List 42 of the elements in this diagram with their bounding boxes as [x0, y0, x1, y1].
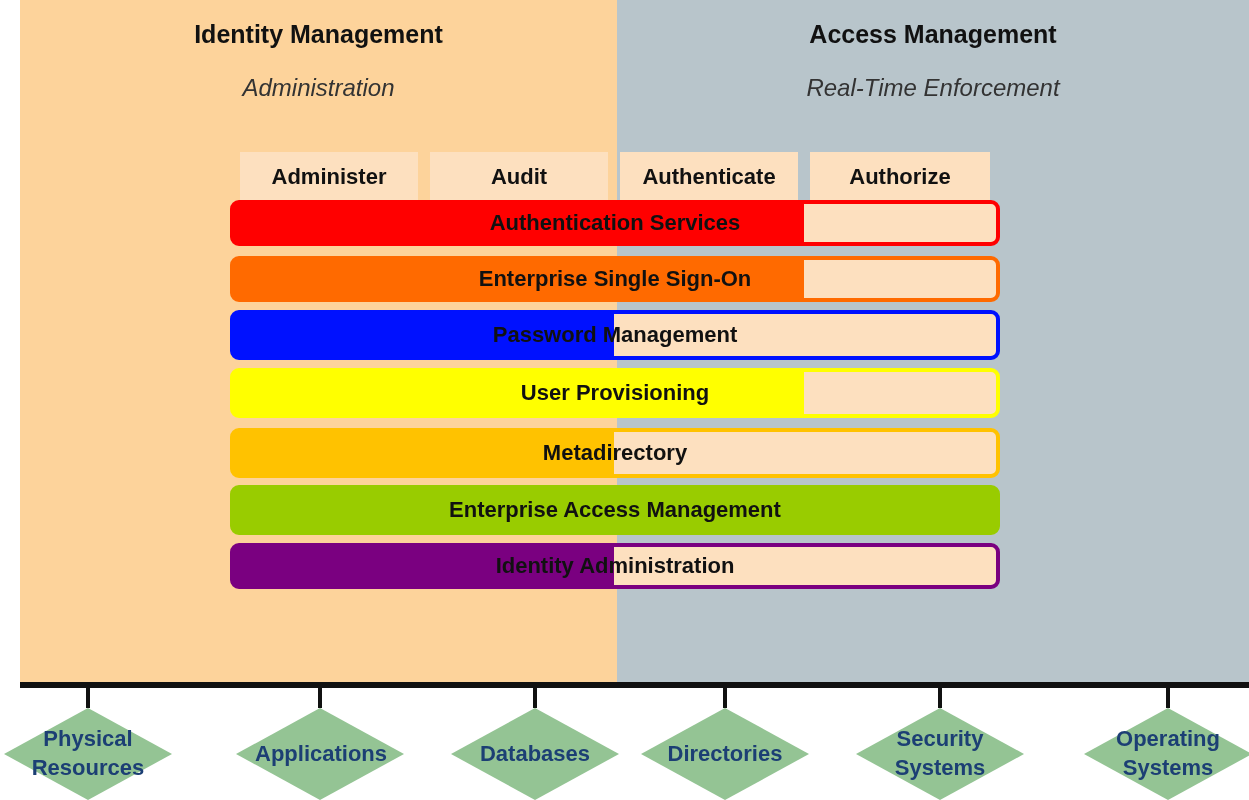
- column-heading: Audit: [489, 164, 549, 190]
- resource-label: Databases: [478, 739, 592, 768]
- baseline-bar: [20, 682, 1249, 688]
- bar-label: Authentication Services: [489, 210, 741, 236]
- service-bar: [230, 256, 1000, 302]
- connector-line: [86, 688, 90, 708]
- bar-label: Enterprise Access Management: [449, 497, 781, 523]
- connector-line: [1166, 688, 1170, 708]
- column-heading: Authenticate: [641, 164, 777, 190]
- resource-diamond: [236, 708, 404, 800]
- resource-diamond: [641, 708, 809, 800]
- bar-label: User Provisioning: [520, 380, 710, 406]
- service-bar: [230, 368, 1000, 418]
- connector-line: [318, 688, 322, 708]
- connector-line: [938, 688, 942, 708]
- service-bar: [230, 200, 1000, 246]
- function-column: [810, 152, 990, 200]
- resource-label: Security Systems: [893, 725, 987, 782]
- resource-label: Applications: [255, 739, 385, 768]
- panel-subtitle: Administration: [240, 74, 396, 102]
- bar-label: Enterprise Single Sign-On: [478, 266, 752, 292]
- service-bar: [230, 543, 1000, 589]
- service-bar: [230, 310, 1000, 360]
- resource-diamond: [856, 708, 1024, 800]
- resource-label: Physical Resources: [30, 725, 146, 782]
- connector-line: [723, 688, 727, 708]
- column-heading: Administer: [270, 164, 388, 190]
- panel-title: Access Management: [808, 20, 1058, 49]
- service-bar: [230, 485, 1000, 535]
- resource-diamond: [451, 708, 619, 800]
- resource-label: Directories: [666, 739, 784, 768]
- panel-title: Identity Management: [193, 20, 444, 49]
- function-column: [430, 152, 608, 200]
- connector-line: [533, 688, 537, 708]
- function-column: [620, 152, 798, 200]
- function-column: [240, 152, 418, 200]
- resource-diamond: [1084, 708, 1249, 800]
- resource-label: Operating Systems: [1115, 725, 1221, 782]
- resource-diamond: [4, 708, 172, 800]
- column-heading: Authorize: [848, 164, 952, 190]
- service-bar: [230, 428, 1000, 478]
- panel-subtitle: Real-Time Enforcement: [805, 74, 1062, 102]
